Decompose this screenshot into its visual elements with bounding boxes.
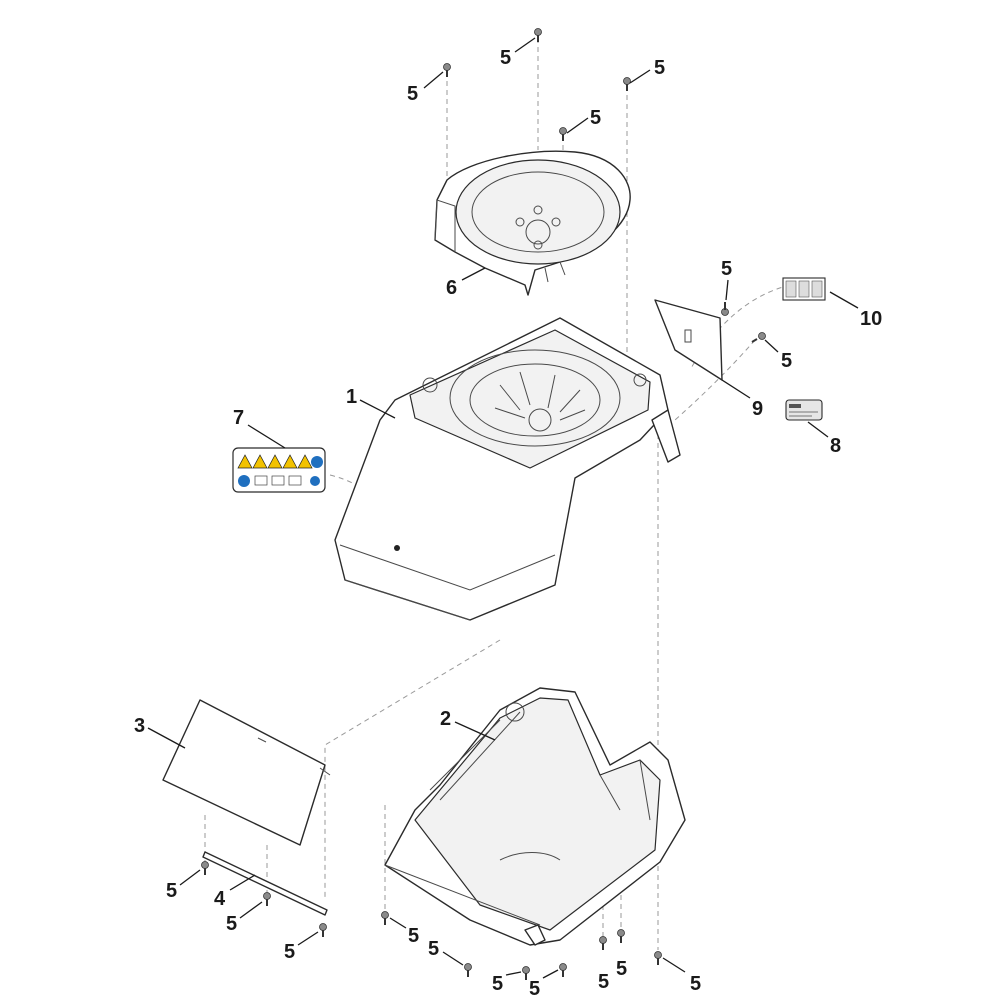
callout-5: 5	[654, 57, 665, 79]
screw-icon	[599, 936, 607, 950]
callout-5: 5	[590, 107, 601, 129]
part-3-flap	[162, 699, 331, 846]
part-4-strip	[202, 851, 328, 916]
callout-9: 9	[752, 398, 763, 420]
callout-labels: 5 5 5 5 6 5 5 10 9 8 1 7 2 3 5 4 5 5 5 5…	[134, 47, 882, 1000]
callout-5: 5	[226, 913, 237, 935]
screw-icon	[617, 929, 625, 943]
screw-icon	[534, 28, 542, 42]
part-6-fan-shroud	[434, 150, 631, 296]
callout-2: 2	[440, 708, 451, 730]
safety-pictogram-strip-icon	[232, 447, 326, 493]
part-9-cover-plate	[654, 299, 723, 381]
callout-8: 8	[830, 435, 841, 457]
screw-icon	[721, 302, 729, 316]
screw-icon	[751, 332, 766, 343]
callout-7: 7	[233, 407, 244, 429]
callout-5: 5	[616, 958, 627, 980]
screw-icon	[559, 963, 567, 977]
screws	[201, 28, 766, 980]
screw-icon	[464, 963, 472, 977]
screw-icon	[522, 966, 530, 980]
screw-icon	[623, 77, 631, 91]
screw-icon	[443, 63, 451, 77]
callout-5: 5	[598, 971, 609, 993]
callout-5: 5	[500, 47, 511, 69]
part-2-lower-housing	[384, 687, 686, 946]
callout-5: 5	[407, 83, 418, 105]
callout-6: 6	[446, 277, 457, 299]
screw-icon	[263, 892, 271, 906]
screw-icon	[654, 951, 662, 965]
callout-5: 5	[781, 350, 792, 372]
instruction-label-icon	[782, 277, 826, 301]
screw-icon	[319, 923, 327, 937]
rating-plate-icon	[785, 399, 823, 421]
screw-icon	[559, 127, 567, 141]
callout-4: 4	[214, 888, 226, 910]
callout-1: 1	[346, 386, 357, 408]
callout-5: 5	[166, 880, 177, 902]
leader-lines	[147, 37, 859, 979]
part-1-main-housing	[334, 317, 681, 621]
callout-5: 5	[408, 925, 419, 947]
callout-5: 5	[428, 938, 439, 960]
callout-5: 5	[529, 978, 540, 1000]
callout-3: 3	[134, 715, 145, 737]
callout-5: 5	[690, 973, 701, 995]
screw-icon	[381, 911, 389, 925]
callout-5: 5	[492, 973, 503, 995]
callout-5: 5	[721, 258, 732, 280]
screw-icon	[201, 861, 209, 875]
callout-10: 10	[860, 308, 882, 330]
callout-5: 5	[284, 941, 295, 963]
